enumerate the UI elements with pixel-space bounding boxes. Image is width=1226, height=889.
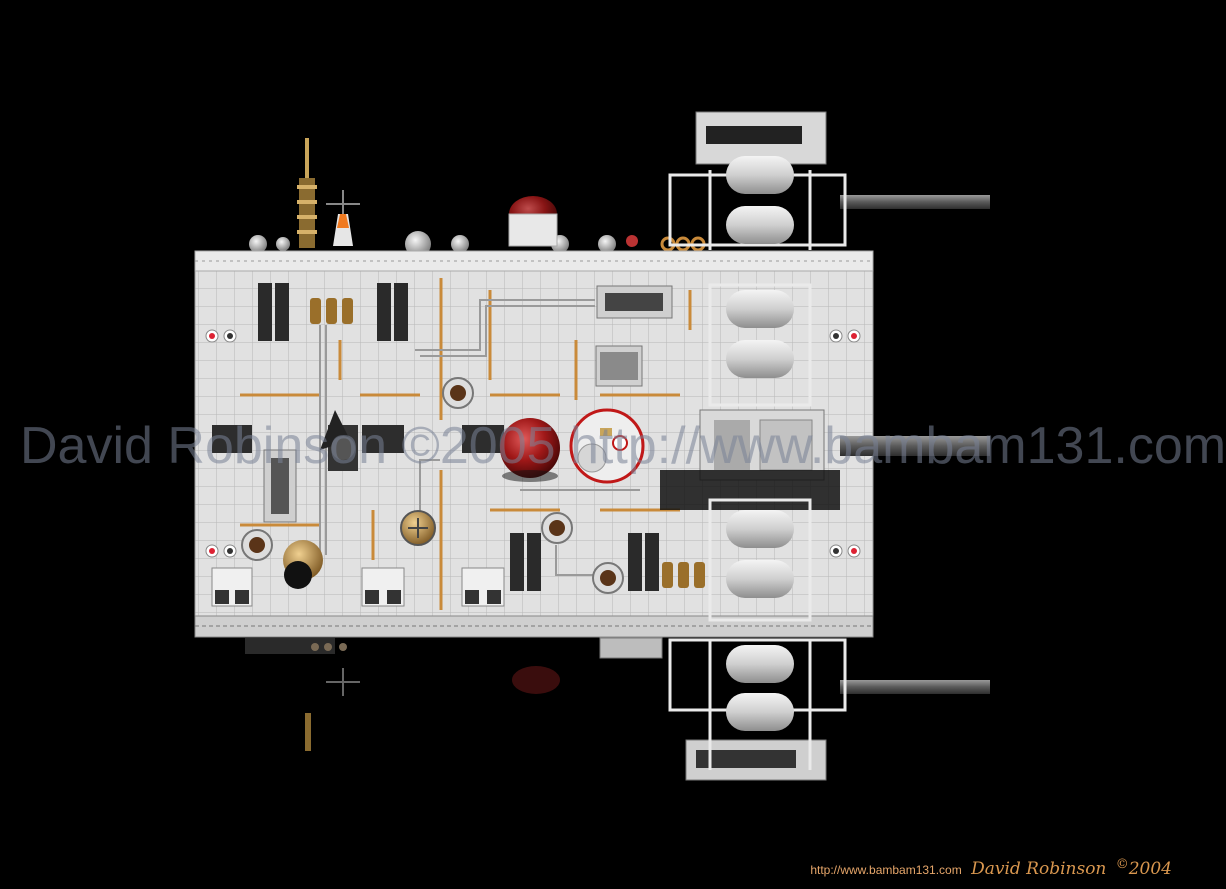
credit-copyright-symbol: © <box>1115 857 1129 872</box>
top-edge-fittings <box>249 196 706 257</box>
pipework <box>300 299 640 576</box>
hull-panels <box>211 425 505 607</box>
turret-left <box>320 410 358 471</box>
credit-url: http://www.bambam131.com <box>810 863 962 877</box>
hatches <box>241 377 624 594</box>
canisters <box>310 298 705 588</box>
credit-year: 2004 <box>1128 859 1172 879</box>
engine-module-stack <box>660 111 847 781</box>
central-dome <box>500 408 645 484</box>
underside-fixtures <box>245 637 663 751</box>
credit-line: http://www.bambam131.com David Robinson … <box>810 853 1172 879</box>
beacon-top <box>326 190 360 246</box>
gun-barrels <box>840 195 990 694</box>
status-lights <box>205 329 861 558</box>
spaceship-render <box>194 111 990 781</box>
fuel-tanks <box>726 156 794 731</box>
antenna-tower-top <box>297 138 317 248</box>
frame-lattice <box>668 170 847 770</box>
hull-vents <box>258 283 673 591</box>
credit-author: David Robinson <box>971 859 1107 879</box>
